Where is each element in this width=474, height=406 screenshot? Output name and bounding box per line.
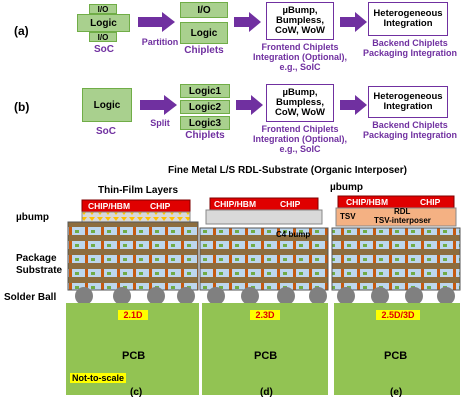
panel-c-tag: 2.1D [118,310,148,320]
package-substrate-label: Package Substrate [16,253,63,276]
soc-a-caption: SoC [94,44,114,55]
tsv-label: TSV [340,212,356,221]
panel-c-chip: CHIP [150,201,171,211]
soc-b-caption: SoC [96,126,116,137]
ubump-left-label: µbump [16,212,49,223]
partition-label: Partition [141,37,179,47]
chiplet-b-logic2: Logic2 [180,100,230,114]
panel-d-pcb: PCB [254,350,278,362]
chiplet-a-io: I/O [180,2,228,18]
soc-a-logic: Logic [77,14,130,32]
soc-a-io-bottom: I/O [89,32,117,42]
frontend-a-caption: Frontend Chiplets Integration (Optional)… [253,42,347,72]
arrow-a-3 [340,12,367,32]
panel-e-pcb: PCB [384,350,408,362]
backend-b-caption: Backend Chiplets Packaging Integration [362,120,458,140]
backend-a-caption: Backend Chiplets Packaging Integration [362,38,458,58]
panel-e-tag: 2.5D/3D [376,310,420,320]
soc-a-block: I/O Logic I/O [77,4,130,42]
panel-e-chip: CHIP [420,197,441,207]
chiplet-b-logic3: Logic3 [180,116,230,130]
frontend-b-box: µBump, Bumpless, CoW, WoW [266,84,334,122]
ubump-right-label: µbump [330,182,363,193]
panel-c [66,199,200,395]
soc-b-logic: Logic [82,88,132,122]
chiplets-b-caption: Chiplets [185,130,225,141]
rdl-label: RDL [394,207,411,216]
soc-a-io-top: I/O [89,4,117,14]
arrow-a-2 [234,12,261,32]
panel-e [331,195,461,395]
solder-ball-label: Solder Ball [4,292,57,303]
hetero-b-box: Heterogeneous Integration [368,86,448,118]
panel-e-chip-hbm: CHIP/HBM [346,197,389,207]
row-b-label: (b) [14,100,30,114]
panel-d-chip-hbm: CHIP/HBM [214,199,257,209]
panel-d-chip: CHIP [280,199,301,209]
hetero-a-box: Heterogeneous Integration [368,2,448,36]
split-label: Split [150,118,170,128]
frontend-a-box: µBump, Bumpless, CoW, WoW [266,2,334,40]
frontend-b-caption: Frontend Chiplets Integration (Optional)… [253,124,347,154]
split-arrow [140,95,177,115]
chiplet-b-logic1: Logic1 [180,84,230,98]
panel-d-label: (d) [260,387,273,398]
thin-film-label: Thin-Film Layers [98,185,179,196]
tsv-interposer-label: TSV-interposer [374,216,431,225]
panel-d [199,197,329,395]
panel-e-label: (e) [390,387,403,398]
rdl-substrate-title: Fine Metal L/S RDL-Substrate (Organic In… [168,165,407,176]
panel-c-label: (c) [130,387,143,398]
row-a-label: (a) [14,24,29,38]
panel-c-pcb: PCB [122,350,146,362]
chiplets-a-caption: Chiplets [184,45,224,56]
arrow-b-2 [236,95,263,115]
panel-d-tag: 2.3D [250,310,280,320]
not-to-scale-label: Not-to-scale [70,373,127,383]
arrow-b-3 [340,95,367,115]
panel-c-chip-hbm: CHIP/HBM [88,201,131,211]
chiplet-a-logic: Logic [180,22,228,44]
partition-arrow [138,12,175,32]
c4-bump-label: C4 bump [276,230,311,239]
